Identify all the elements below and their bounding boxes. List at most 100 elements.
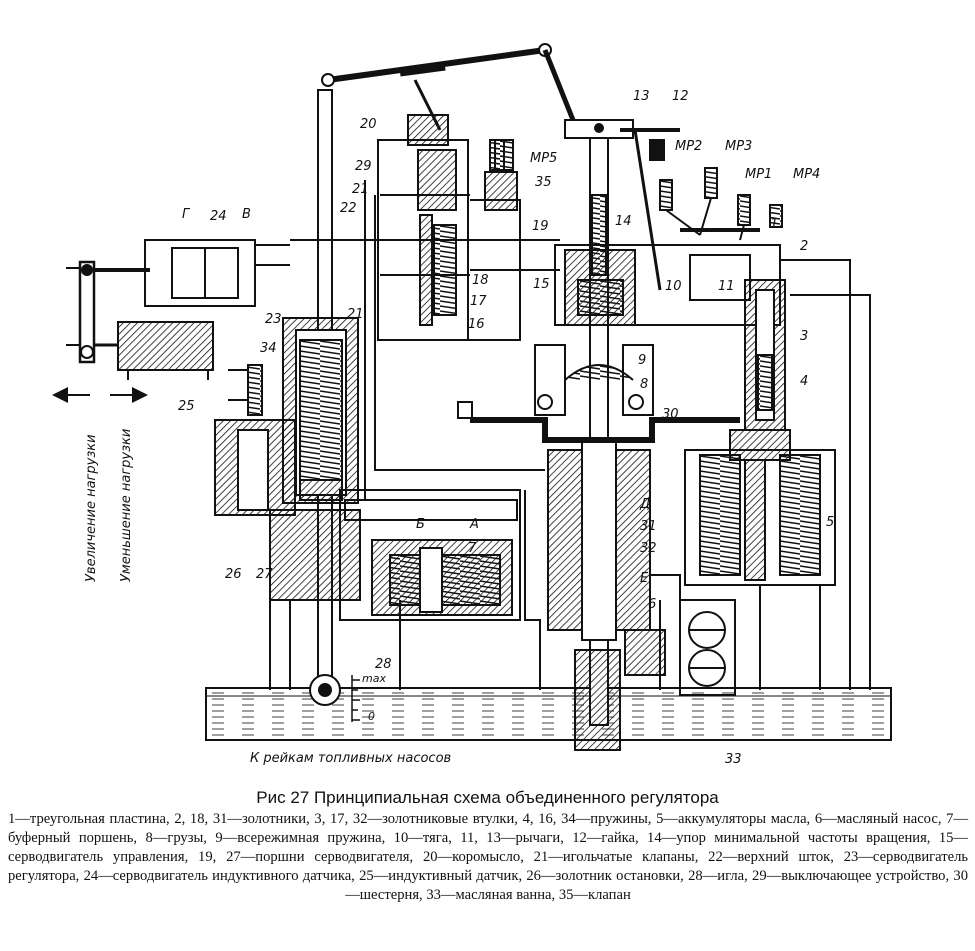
label-19: 19 [532,219,549,234]
label-16: 16 [468,317,485,332]
oil-accumulators [684,449,836,586]
label-28: 28 [375,657,392,672]
label-35: 35 [535,175,552,190]
relay-coils [489,139,783,241]
label-23: 23 [265,312,282,327]
label-decrease-load: Уменьшение нагрузки [119,429,134,582]
label-32: 32 [640,541,657,556]
oil-bath [205,687,892,741]
label-21b: 21 [347,307,364,322]
legend-item: 33—масляная ванна, [426,887,559,903]
legend-item: 21—игольчатые клапаны, [533,849,709,865]
part-labels: 1 2 3 4 5 6 7 8 9 10 11 12 13 14 15 16 1… [84,89,834,767]
label-11: 11 [718,279,735,294]
label-26: 26 [225,567,242,582]
regulator-servo [282,317,359,504]
label-4: 4 [800,374,808,389]
label-d: Д [639,497,650,512]
label-7: 7 [468,541,477,556]
legend-item: 4, 16, 34—пружины, [522,811,657,827]
label-mp3: МР3 [725,139,752,154]
flyweights [534,344,654,416]
oil-pump [624,599,736,696]
legend-item: 28—игла, [688,868,753,884]
gear-plate [457,401,740,443]
label-e: Е [640,571,649,586]
legend-item: 23—серводвигатель регулятора, [8,849,969,884]
central-column [547,119,651,751]
label-25: 25 [178,399,195,414]
label-max: max [362,672,386,685]
legend-item: 25—индуктивный датчик, [359,868,527,884]
label-6: 6 [648,597,656,612]
figure-caption: Рис 27 Принципиальная схема объединенног… [256,788,719,807]
legend-item: 35—клапан [558,887,631,903]
legend-item: 20—коромысло, [422,849,534,865]
label-mp5: МР5 [530,151,557,166]
shutoff-block [377,114,470,341]
legend-item: 12—гайка, [572,830,648,846]
label-a: А [469,517,479,532]
legend-item: 14—упор минимальной частоты вращения, [647,830,939,846]
label-mp1: МР1 [745,167,772,182]
stroke-scale [351,675,360,722]
label-29: 29 [355,159,372,174]
oil-pipelines [269,180,871,690]
label-22: 22 [340,201,357,216]
lower-housing-left [269,489,521,621]
pilot-valve [729,279,791,461]
legend-item: 7—буферный поршень, [8,811,969,846]
legend-item: 15—серводвигатель управления, [8,830,968,865]
legend-item: 9—всережимная пружина, [215,830,394,846]
label-mp2: МР2 [675,139,702,154]
legend-item: 29—выключающее устройство, [752,868,954,884]
label-13: 13 [633,89,650,104]
buffer-piston [371,539,513,616]
label-2: 2 [800,239,808,254]
label-17: 17 [470,294,487,309]
label-10: 10 [665,279,682,294]
label-5: 5 [826,515,834,530]
legend-item: 3, 17, 32—золотниковые втулки, [314,811,523,827]
label-mp4: МР4 [793,167,820,182]
legend-item: 19, 27—поршни серводвигателя, [198,849,423,865]
legend-item: 5—аккумуляторы масла, [656,811,815,827]
label-increase-load: Увеличение нагрузки [84,434,99,582]
label-to-fuel-pumps: К рейкам топливных насосов [250,751,451,766]
label-20: 20 [360,117,377,132]
legend-item: 30—шестерня, [345,868,968,903]
inductive-servo [85,239,560,307]
legend-item: 10—тяга, [393,830,461,846]
legend-item: 8—грузы, [145,830,216,846]
stop-valve [214,364,296,516]
label-24: 24 [210,209,227,224]
label-b: Б [416,517,425,532]
label-9: 9 [638,353,646,368]
label-27: 27 [256,567,273,582]
regulator-schematic: 1 2 3 4 5 6 7 8 9 10 11 12 13 14 15 16 1… [52,43,892,767]
legend-item: 6—масляный насос, [814,811,947,827]
label-30: 30 [662,407,679,422]
legend-item: 2, 18, 31—золотники, [174,811,315,827]
label-g: Г [182,207,191,222]
label-33: 33 [725,752,742,767]
legend-item: 11, 13—рычаги, [460,830,573,846]
label-34: 34 [260,341,277,356]
label-18: 18 [472,273,489,288]
beam-linkage [321,43,578,131]
label-15: 15 [533,277,550,292]
legend-item: 24—серводвигатель индуктивного датчика, [83,868,360,884]
figure-legend: 1—треугольная пластина, 2, 18, 31—золотн… [8,810,968,905]
label-14: 14 [615,214,632,229]
label-1: 1 [770,217,778,232]
label-31: 31 [640,519,657,534]
label-8: 8 [640,377,648,392]
output-link [66,260,96,364]
label-zero: 0 [368,710,375,723]
legend-item: 1—треугольная пластина, [8,811,175,827]
label-v: В [242,207,251,222]
legend-item: 26—золотник остановки, [526,868,689,884]
legend-item: 22—верхний шток, [708,849,844,865]
label-12: 12 [672,89,689,104]
inductive-sensor [90,321,214,380]
